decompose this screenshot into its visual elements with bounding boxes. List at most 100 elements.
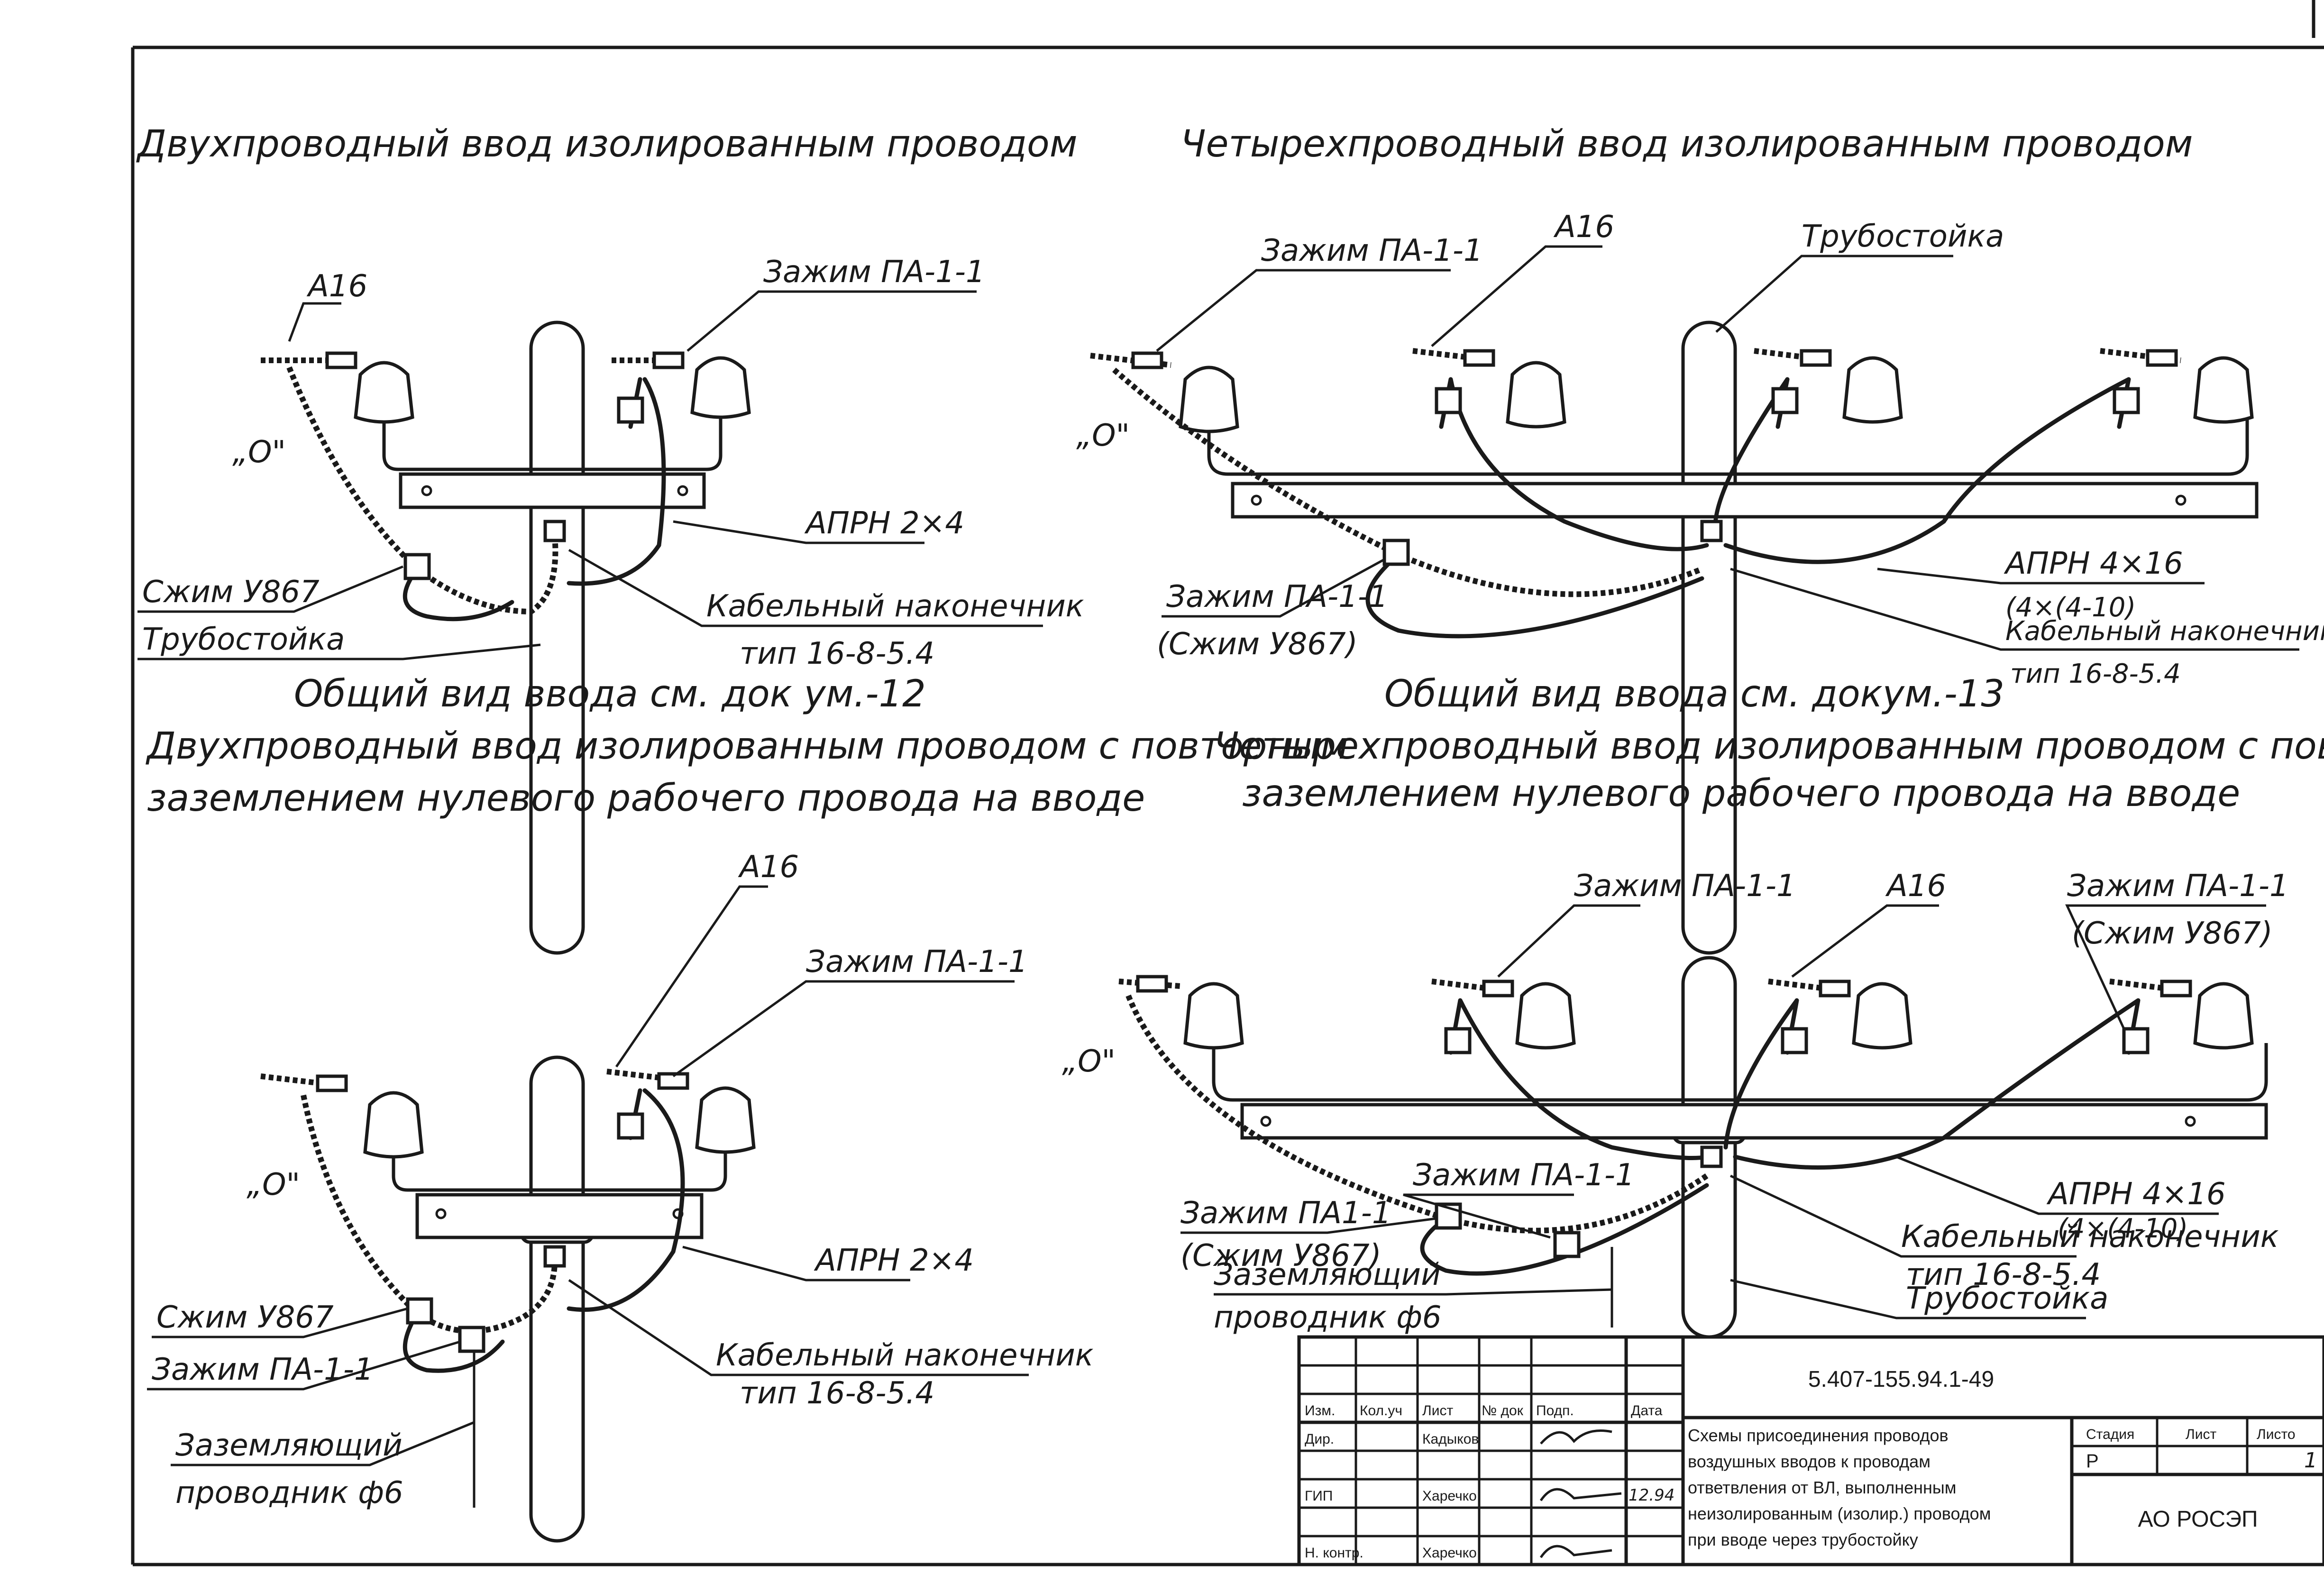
crossarm xyxy=(1240,1103,2268,1140)
insulator-icon xyxy=(1842,356,1903,424)
insulator-icon xyxy=(1506,361,1566,429)
lug-icon xyxy=(1700,1145,1723,1168)
clamp-icon xyxy=(1435,387,1462,414)
stage-label: Стадия xyxy=(2086,1427,2134,1442)
title-block: 5.407-155.94.1-49 Изм. Кол.уч Лист № док… xyxy=(1297,1335,2324,1566)
row-role: Дир. xyxy=(1305,1431,1334,1447)
insulator-icon xyxy=(695,1086,756,1154)
description-line: при вводе через трубостойку xyxy=(1688,1530,1918,1549)
clamp-icon xyxy=(2122,1027,2150,1054)
label-lug: Кабельный наконечник xyxy=(706,589,1084,624)
clamp-icon xyxy=(1800,349,1832,367)
label-lug-type: тип 16-8-5.4 xyxy=(740,636,934,671)
label-compress: Сжим У867 xyxy=(156,1300,334,1335)
clamp-icon xyxy=(1553,1231,1581,1258)
lug-icon xyxy=(1700,520,1723,542)
clamp-icon xyxy=(617,1112,644,1140)
label-zero: „О" xyxy=(1076,418,1130,453)
header-izm: Изм. xyxy=(1305,1403,1335,1419)
compression-clamp-icon xyxy=(406,1297,433,1325)
clamp-icon xyxy=(1771,387,1799,414)
header-list: Лист xyxy=(1422,1403,1453,1419)
row-role: ГИП xyxy=(1305,1488,1333,1504)
insulator-icon xyxy=(2193,356,2254,424)
signature xyxy=(1539,1488,1622,1502)
insulator-icon xyxy=(1515,982,1576,1050)
label-pipe: Трубостойка xyxy=(1802,219,2004,254)
clamp-icon xyxy=(1463,349,1495,367)
label-clamp-b: Зажим ПА-1-1 xyxy=(2067,869,2289,904)
description-line: неизолированным (изолир.) проводом xyxy=(1688,1504,1991,1523)
label-cable-alt: (4×(4-10) xyxy=(2005,592,2136,623)
label-a16: А16 xyxy=(738,850,799,885)
panel-note: Общий вид ввода см. док ум.-12 xyxy=(294,673,926,715)
panel-four-wire-insulated: Четырехпроводный ввод изолированным пров… xyxy=(1076,123,2324,955)
panel-note: Общий вид ввода см. докум.-13 xyxy=(1384,673,2004,715)
row-role: Н. контр. xyxy=(1305,1545,1363,1561)
label-pipe: Трубостойка xyxy=(1906,1281,2108,1316)
compression-clamp-icon xyxy=(1382,539,1410,566)
label-clamp-c: Зажим ПА-1-1 xyxy=(1413,1158,1635,1193)
crossarm xyxy=(1231,482,2259,519)
label-cable: АПРН 2×4 xyxy=(814,1243,974,1278)
stage-value: Р xyxy=(2086,1451,2099,1472)
header-kol: Кол.уч xyxy=(1360,1403,1402,1419)
row-date: 12.94 xyxy=(1629,1486,1674,1505)
insulator-icon xyxy=(1179,366,1239,433)
clamp-icon xyxy=(1444,1027,1472,1054)
panel-two-wire-insulated: Двухпроводный ввод изолированным проводо… xyxy=(136,123,1084,955)
sheets-label: Листо xyxy=(2257,1427,2296,1442)
label-cable: АПРН 4×16 xyxy=(2004,546,2183,581)
lug-icon xyxy=(543,1245,566,1268)
panel-title-line2: заземлением нулевого рабочего провода на… xyxy=(1242,772,2240,815)
label-lug-type: тип 16-8-5.4 xyxy=(1906,1257,2101,1292)
label-zero: „О" xyxy=(232,435,286,470)
label-ground2: проводник ф6 xyxy=(175,1475,403,1511)
label-lug: Кабельный наконечник xyxy=(716,1338,1094,1373)
doc-code: 5.407-155.94.1-49 xyxy=(1808,1367,1994,1392)
label-compress-d: (Сжим У867) xyxy=(1180,1238,1382,1273)
sheet-value: 1 xyxy=(2304,1448,2317,1473)
clamp-icon xyxy=(1781,1027,1808,1054)
organization: АО РОСЭП xyxy=(2138,1507,2258,1532)
label-pipe: Трубостойка xyxy=(142,622,345,657)
clamp-icon xyxy=(1819,980,1851,998)
row-name: Харечко xyxy=(1422,1488,1477,1504)
signature xyxy=(1539,1545,1612,1558)
crossarm xyxy=(399,472,706,509)
clamp-icon xyxy=(2146,349,2178,367)
label-clamp2: Зажим ПА-1-1 xyxy=(1166,579,1388,614)
clamp-icon xyxy=(325,351,357,369)
label-clamp: Зажим ПА-1-1 xyxy=(1261,233,1483,268)
panel-four-wire-grounded: Четырехпроводный ввод изолированным пров… xyxy=(1062,725,2324,1339)
signature xyxy=(1540,1429,1612,1445)
clamp-icon xyxy=(2160,980,2192,998)
clamp-icon xyxy=(2113,387,2140,414)
clamp-icon xyxy=(1131,351,1163,369)
label-lug-type: тип 16-8-5.4 xyxy=(740,1376,934,1411)
label-a16: А16 xyxy=(1885,869,1946,904)
label-clamp: Зажим ПА-1-1 xyxy=(806,944,1028,980)
clamp-icon xyxy=(1136,975,1168,993)
pipe-post xyxy=(529,320,585,955)
label-lug: Кабельный наконечник xyxy=(1901,1219,2279,1254)
insulator-icon xyxy=(354,361,414,424)
label-clamp: Зажим ПА-1-1 xyxy=(763,255,985,290)
clamp-icon xyxy=(1482,980,1514,998)
label-zero: „О" xyxy=(247,1167,300,1202)
insulator-icon xyxy=(690,356,751,419)
pipe-post xyxy=(529,1055,585,1543)
header-ndoc: № док xyxy=(1482,1403,1524,1419)
panel-title: Четырехпроводный ввод изолированным пров… xyxy=(1180,123,2193,165)
label-ground: Заземляющий xyxy=(175,1428,403,1463)
insulator-icon xyxy=(1183,982,1244,1050)
label-ground: Заземляющий xyxy=(1214,1257,1441,1292)
panel-title-line1: Четырехпроводный ввод изолированным пров… xyxy=(1214,725,2324,768)
description-line: воздушных вводов к проводам xyxy=(1688,1452,1931,1471)
label-ground2: проводник ф6 xyxy=(1214,1300,1442,1335)
clamp-icon xyxy=(316,1074,348,1092)
label-clamp-d: Зажим ПА1-1 xyxy=(1180,1196,1391,1231)
panel-title-line2: заземлением нулевого рабочего провода на… xyxy=(147,777,1145,820)
insulator-icon xyxy=(363,1091,424,1159)
